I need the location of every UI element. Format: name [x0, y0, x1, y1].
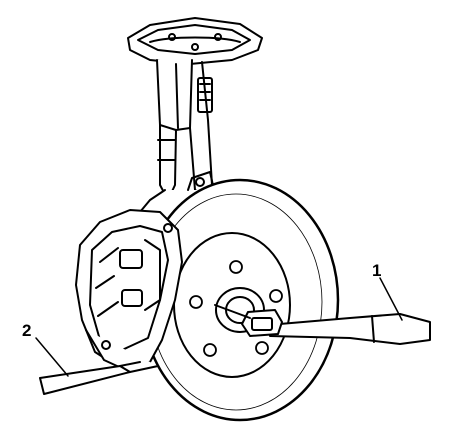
ratchet-wrench: [214, 304, 431, 345]
lug-stud: [203, 343, 217, 357]
lug-stud: [189, 295, 203, 309]
brake-caliper: [75, 209, 183, 373]
leader-line-2: [35, 337, 69, 377]
strut-body: [156, 59, 213, 201]
pry-bar: [39, 361, 141, 395]
callout-label-2: 2: [22, 321, 32, 340]
callout-label-1: 1: [372, 261, 382, 280]
lug-stud: [269, 289, 283, 303]
strut-top-mount: [127, 17, 263, 65]
lug-studs: [189, 260, 283, 357]
lug-stud: [229, 260, 243, 274]
brake-rotor: [140, 178, 340, 422]
leader-line-1: [379, 277, 403, 321]
callout-leaders: [35, 277, 403, 377]
lug-stud: [255, 341, 269, 355]
